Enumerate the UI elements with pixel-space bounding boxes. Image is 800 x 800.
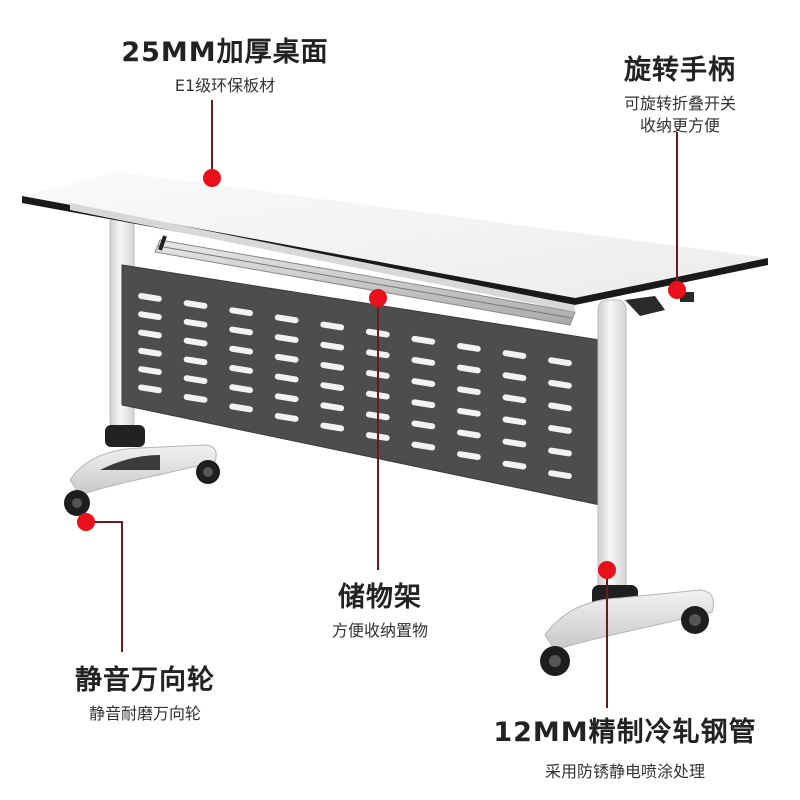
panel-slot [274, 393, 299, 403]
panel-slot [320, 321, 345, 331]
panel-slot [456, 386, 481, 396]
panel-slot [229, 365, 254, 374]
panel-slot [183, 337, 208, 347]
wheels-title: 静音万向轮 [75, 665, 215, 696]
panel-slot [320, 422, 345, 432]
steel-subtitle: 采用防锈静电喷涂处理 [544, 762, 705, 781]
panel-slot [456, 429, 481, 439]
tabletop-callout-label: 25MM加厚桌面 E1级环保板材 [95, 30, 355, 97]
steel-title: 12MM精制冷轧钢管 [493, 717, 757, 748]
panel-slot [320, 361, 345, 371]
panel-slot [411, 441, 436, 451]
panel-slot [138, 347, 162, 357]
callout-handle [668, 132, 686, 299]
panel-slot [456, 407, 481, 417]
storage-rack [154, 235, 576, 326]
panel-slot [502, 350, 527, 359]
panel-slot [548, 425, 572, 434]
tabletop-marker [203, 169, 221, 187]
table-top [22, 172, 768, 312]
rotating-handle [625, 292, 694, 316]
panel-slot [320, 382, 345, 391]
panel-slot [229, 326, 254, 336]
steel-callout-label: 12MM精制冷轧钢管 采用防锈静电喷涂处理 [470, 710, 780, 783]
panel-slot [456, 343, 481, 352]
right-wheels [540, 606, 709, 676]
wheels-subtitle: 静音耐磨万向轮 [88, 704, 201, 723]
callout-tabletop [203, 100, 221, 187]
panel-slot [411, 357, 436, 366]
handle-subtitle-line1: 可旋转折叠开关 [623, 94, 736, 113]
panel-slot [138, 384, 162, 394]
panel-slot [274, 413, 299, 422]
panel-slot [229, 384, 254, 394]
panel-slot [548, 379, 572, 389]
rack-subtitle: 方便收纳置物 [331, 621, 428, 640]
panel-slot [320, 402, 345, 412]
panel-slot [548, 402, 572, 412]
wheels-callout-label: 静音万向轮 静音耐磨万向轮 [45, 658, 245, 725]
panel-slot [183, 393, 208, 403]
panel-slot [320, 341, 345, 351]
panel-slot [502, 416, 527, 426]
panel-slot [411, 399, 436, 409]
panel-slot [274, 373, 299, 383]
steel-marker [598, 561, 616, 579]
panel-slot [502, 372, 527, 382]
tabletop-subtitle: E1级环保板材 [174, 76, 276, 95]
panel-slot [548, 447, 572, 457]
panel-slot [502, 394, 527, 404]
panel-slot [274, 353, 299, 363]
callout-steel [598, 561, 616, 708]
rack-marker [369, 289, 387, 307]
handle-subtitle-line2: 收纳更方便 [639, 116, 720, 135]
panel-slot [456, 364, 481, 374]
handle-title: 旋转手柄 [624, 55, 736, 86]
panel-slot [183, 318, 208, 328]
panel-slot [183, 300, 208, 309]
panel-slot [502, 460, 527, 470]
panel-slot [411, 420, 436, 430]
right-leg [544, 299, 714, 651]
rack-title: 储物架 [338, 582, 422, 613]
modesty-panel [121, 264, 601, 506]
panel-slot [138, 292, 162, 302]
panel-slot [229, 403, 254, 413]
wheels-marker [77, 513, 95, 531]
panel-slot [502, 438, 527, 448]
panel-slot [138, 329, 162, 339]
callout-wheels [77, 513, 123, 652]
panel-slot [411, 378, 436, 387]
rack-callout-label: 储物架 方便收纳置物 [290, 575, 470, 642]
panel-slot [229, 345, 254, 355]
panel-slot [548, 357, 572, 367]
panel-slot [274, 314, 299, 324]
panel-slot [548, 470, 572, 480]
tabletop-title: 25MM加厚桌面 [121, 37, 329, 68]
callout-rack [369, 289, 387, 570]
panel-slot [456, 451, 481, 460]
panel-slot [183, 375, 208, 385]
panel-slot [411, 335, 436, 345]
handle-marker [668, 281, 686, 299]
panel-slot [229, 307, 254, 317]
panel-slot [183, 356, 208, 366]
panel-slot [274, 334, 299, 343]
panel-slot [138, 311, 162, 321]
panel-slot [138, 366, 162, 375]
handle-callout-label: 旋转手柄 可旋转折叠开关 收纳更方便 [590, 48, 770, 137]
left-wheels [64, 460, 220, 516]
